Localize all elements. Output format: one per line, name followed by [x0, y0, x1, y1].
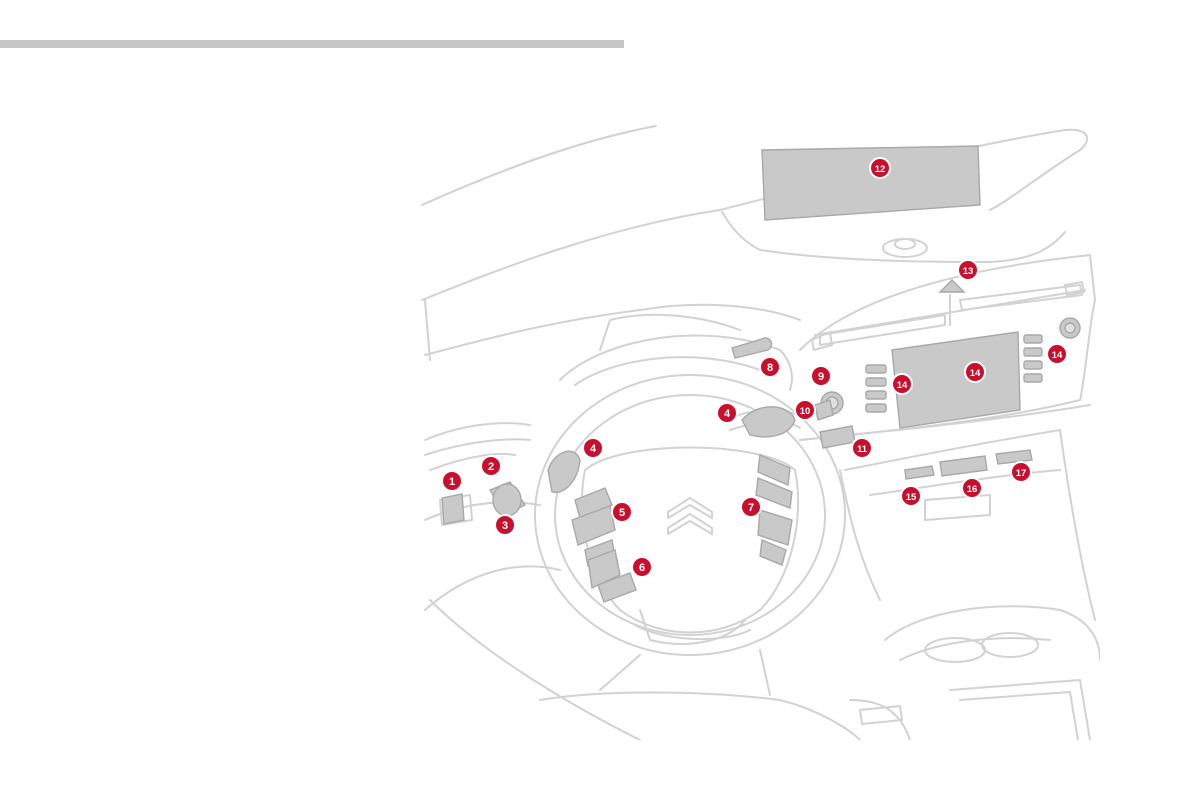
- callout-label-9: 9: [818, 371, 824, 383]
- callout-3: 3: [495, 515, 515, 535]
- callout-14-screen: 14: [965, 362, 985, 382]
- callout-16: 16: [962, 478, 982, 498]
- callout-label-14-screen: 14: [970, 368, 981, 379]
- callout-label-8: 8: [767, 362, 773, 374]
- callout-label-2: 2: [488, 461, 494, 473]
- dash-top-outline: [422, 130, 1087, 300]
- brand-emblem-lower: [668, 514, 712, 534]
- callout-label-17: 17: [1016, 468, 1027, 479]
- callout-12: 12: [870, 158, 890, 178]
- callout-10: 10: [795, 400, 815, 420]
- callout-5: 5: [612, 502, 632, 522]
- callout-label-14-left: 14: [897, 380, 908, 391]
- callout-label-15: 15: [906, 492, 917, 503]
- callout-11: 11: [852, 438, 872, 458]
- hazard-button: [940, 280, 964, 292]
- callout-9: 9: [811, 366, 831, 386]
- callout-4-left: 4: [583, 438, 603, 458]
- callout-label-10: 10: [800, 406, 811, 417]
- windshield-line: [422, 126, 656, 205]
- callout-15: 15: [901, 486, 921, 506]
- callout-label-4-left: 4: [590, 443, 597, 455]
- callout-13: 13: [958, 260, 978, 280]
- callout-label-14-right: 14: [1052, 350, 1063, 361]
- callout-label-5: 5: [619, 507, 625, 519]
- callout-label-12: 12: [875, 164, 886, 175]
- callout-label-1: 1: [449, 476, 455, 488]
- callout-14-right: 14: [1047, 344, 1067, 364]
- top-display: [762, 146, 980, 220]
- callout-6: 6: [632, 557, 652, 577]
- callout-7: 7: [741, 497, 761, 517]
- callout-1: 1: [442, 471, 462, 491]
- callout-17: 17: [1011, 462, 1031, 482]
- callout-8: 8: [760, 357, 780, 377]
- callout-label-6: 6: [639, 562, 645, 574]
- callout-2: 2: [481, 456, 501, 476]
- callout-label-7: 7: [748, 502, 754, 514]
- callout-label-16: 16: [967, 484, 978, 495]
- callout-4-right: 4: [717, 403, 737, 423]
- callout-label-13: 13: [963, 266, 974, 277]
- callout-label-11: 11: [857, 444, 868, 455]
- callout-14-left: 14: [892, 374, 912, 394]
- callout-label-4-right: 4: [724, 408, 731, 420]
- callout-label-3: 3: [502, 520, 508, 532]
